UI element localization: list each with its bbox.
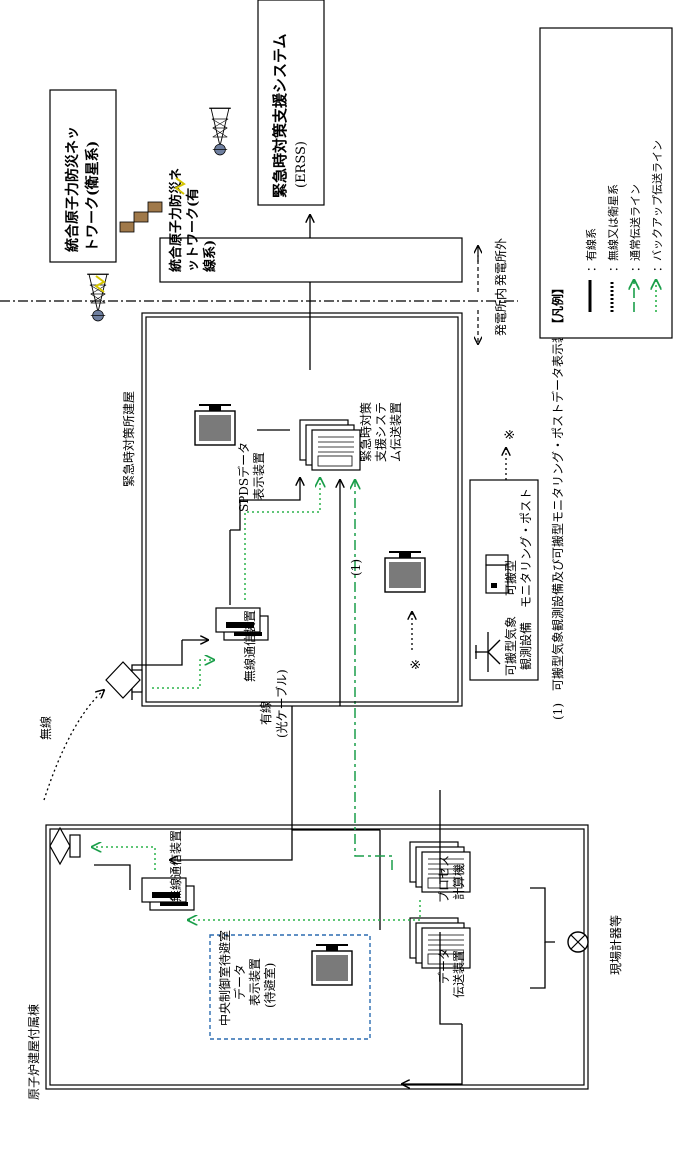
- wired-sub-label: (光ケーブル): [274, 669, 289, 738]
- onsite-label: 発電所内: [494, 288, 508, 336]
- reactor-building: [45, 824, 589, 1090]
- nuclear-net-wired-1: 統合原子力防災ネ: [168, 168, 184, 272]
- emergency-building: [141, 312, 463, 707]
- nuclear-net-wired-2: ットワーク(有: [185, 188, 201, 272]
- process-computer-label2: 計算機: [451, 864, 466, 900]
- ref-mark-1: ※: [409, 659, 424, 670]
- erss-tx-label2: 支援システ: [374, 402, 388, 462]
- erss-box: [257, 0, 325, 206]
- nuclear-net-wired-3: 線系): [202, 240, 218, 272]
- portable-weather-label1: 可搬型気象: [503, 616, 518, 676]
- legend-label-0: ：有線系: [584, 228, 598, 272]
- nuclear-net-sat-1: 統合原子力防災ネッ: [64, 126, 81, 252]
- nuclear-net-sat-box: [49, 89, 117, 263]
- nuclear-net-sat-2: トワーク(衛星系): [84, 141, 101, 252]
- reactor-antenna-icon: [49, 826, 71, 866]
- marker-1-label: (1): [349, 559, 363, 576]
- spds-monitor-icon: [194, 404, 236, 446]
- nuclear-net-wired-box: [159, 237, 463, 283]
- spds-label2: 表示装置: [252, 452, 266, 500]
- wireless-link: [43, 690, 104, 801]
- cr-evac-line1: データ: [232, 964, 247, 1000]
- portable-monitor-label2: モニタリング・ポスト: [519, 488, 533, 608]
- erss-tx-label3: ム伝送装置: [388, 402, 403, 462]
- process-computer-label1: プロセス: [437, 855, 451, 903]
- legend-box: [539, 27, 673, 339]
- emergency-building-label: 緊急時対策所建屋: [121, 391, 136, 487]
- reactor-building-label: 原子炉建屋付属棟: [26, 1004, 41, 1100]
- lightning-icon-1: [94, 275, 106, 293]
- legend-label-2: ：通常伝送ライン: [628, 184, 642, 272]
- cr-evac-monitor: [311, 944, 353, 986]
- wireless-comm-emergency-label: 無線通信装置: [242, 610, 257, 682]
- erss-transmitter-icon: [299, 419, 361, 471]
- cr-evac-line3: (待避室): [262, 963, 277, 1008]
- wireless-comm-reactor-label: 無線通信装置: [168, 830, 183, 902]
- portable-weather-label2: 観測設備: [518, 622, 533, 670]
- lightning-icon-2: [174, 177, 186, 195]
- legend-title: 【凡例】: [550, 282, 565, 330]
- portable-equipment-box: [469, 479, 539, 681]
- erss-label2: (ERSS): [294, 141, 309, 188]
- erss-tx-label1: 緊急時対策: [358, 402, 373, 462]
- data-transmitter-label2: 伝送装置: [451, 950, 466, 998]
- wireless-label: 無線: [38, 716, 53, 740]
- cr-evac-box: [209, 934, 371, 1040]
- site-tower-icon: [86, 273, 110, 322]
- remote-tower-icon: [208, 107, 232, 156]
- cr-evac-title: 中央制御室待避室: [217, 930, 232, 1026]
- offsite-label: 発電所外: [494, 238, 508, 286]
- portable-monitor-post-icon: [485, 554, 509, 594]
- portable-weather-icon: [475, 632, 501, 672]
- legend-label-1: ：無線又は衛星系: [606, 184, 620, 272]
- erss-label1: 緊急時対策支援システム: [271, 33, 289, 198]
- field-instruments-label: 現場計器等: [608, 915, 623, 975]
- portable-monitor-label1: 可搬型: [503, 560, 518, 596]
- wired-label: 有線: [258, 701, 273, 725]
- emergency-antenna-icon: [105, 661, 141, 699]
- wireless-comm-emergency-icon: [215, 607, 269, 641]
- footnote: (1) 可搬型気象観測設備及び可搬型モニタリング・ポストデータ表示装置: [550, 319, 565, 720]
- spds-label1: SPDSデータ: [236, 442, 251, 512]
- data-transmitter-label1: データ: [436, 948, 451, 984]
- wireless-comm-reactor-icon: [141, 877, 195, 911]
- legend-label-3: ：バックアップ伝送ライン: [650, 140, 664, 272]
- cr-evac-line2: 表示装置: [248, 958, 262, 1006]
- portable-data-monitor-icon: [384, 551, 426, 593]
- satellite-icon: [119, 201, 163, 233]
- ref-mark-2: ※: [503, 429, 518, 440]
